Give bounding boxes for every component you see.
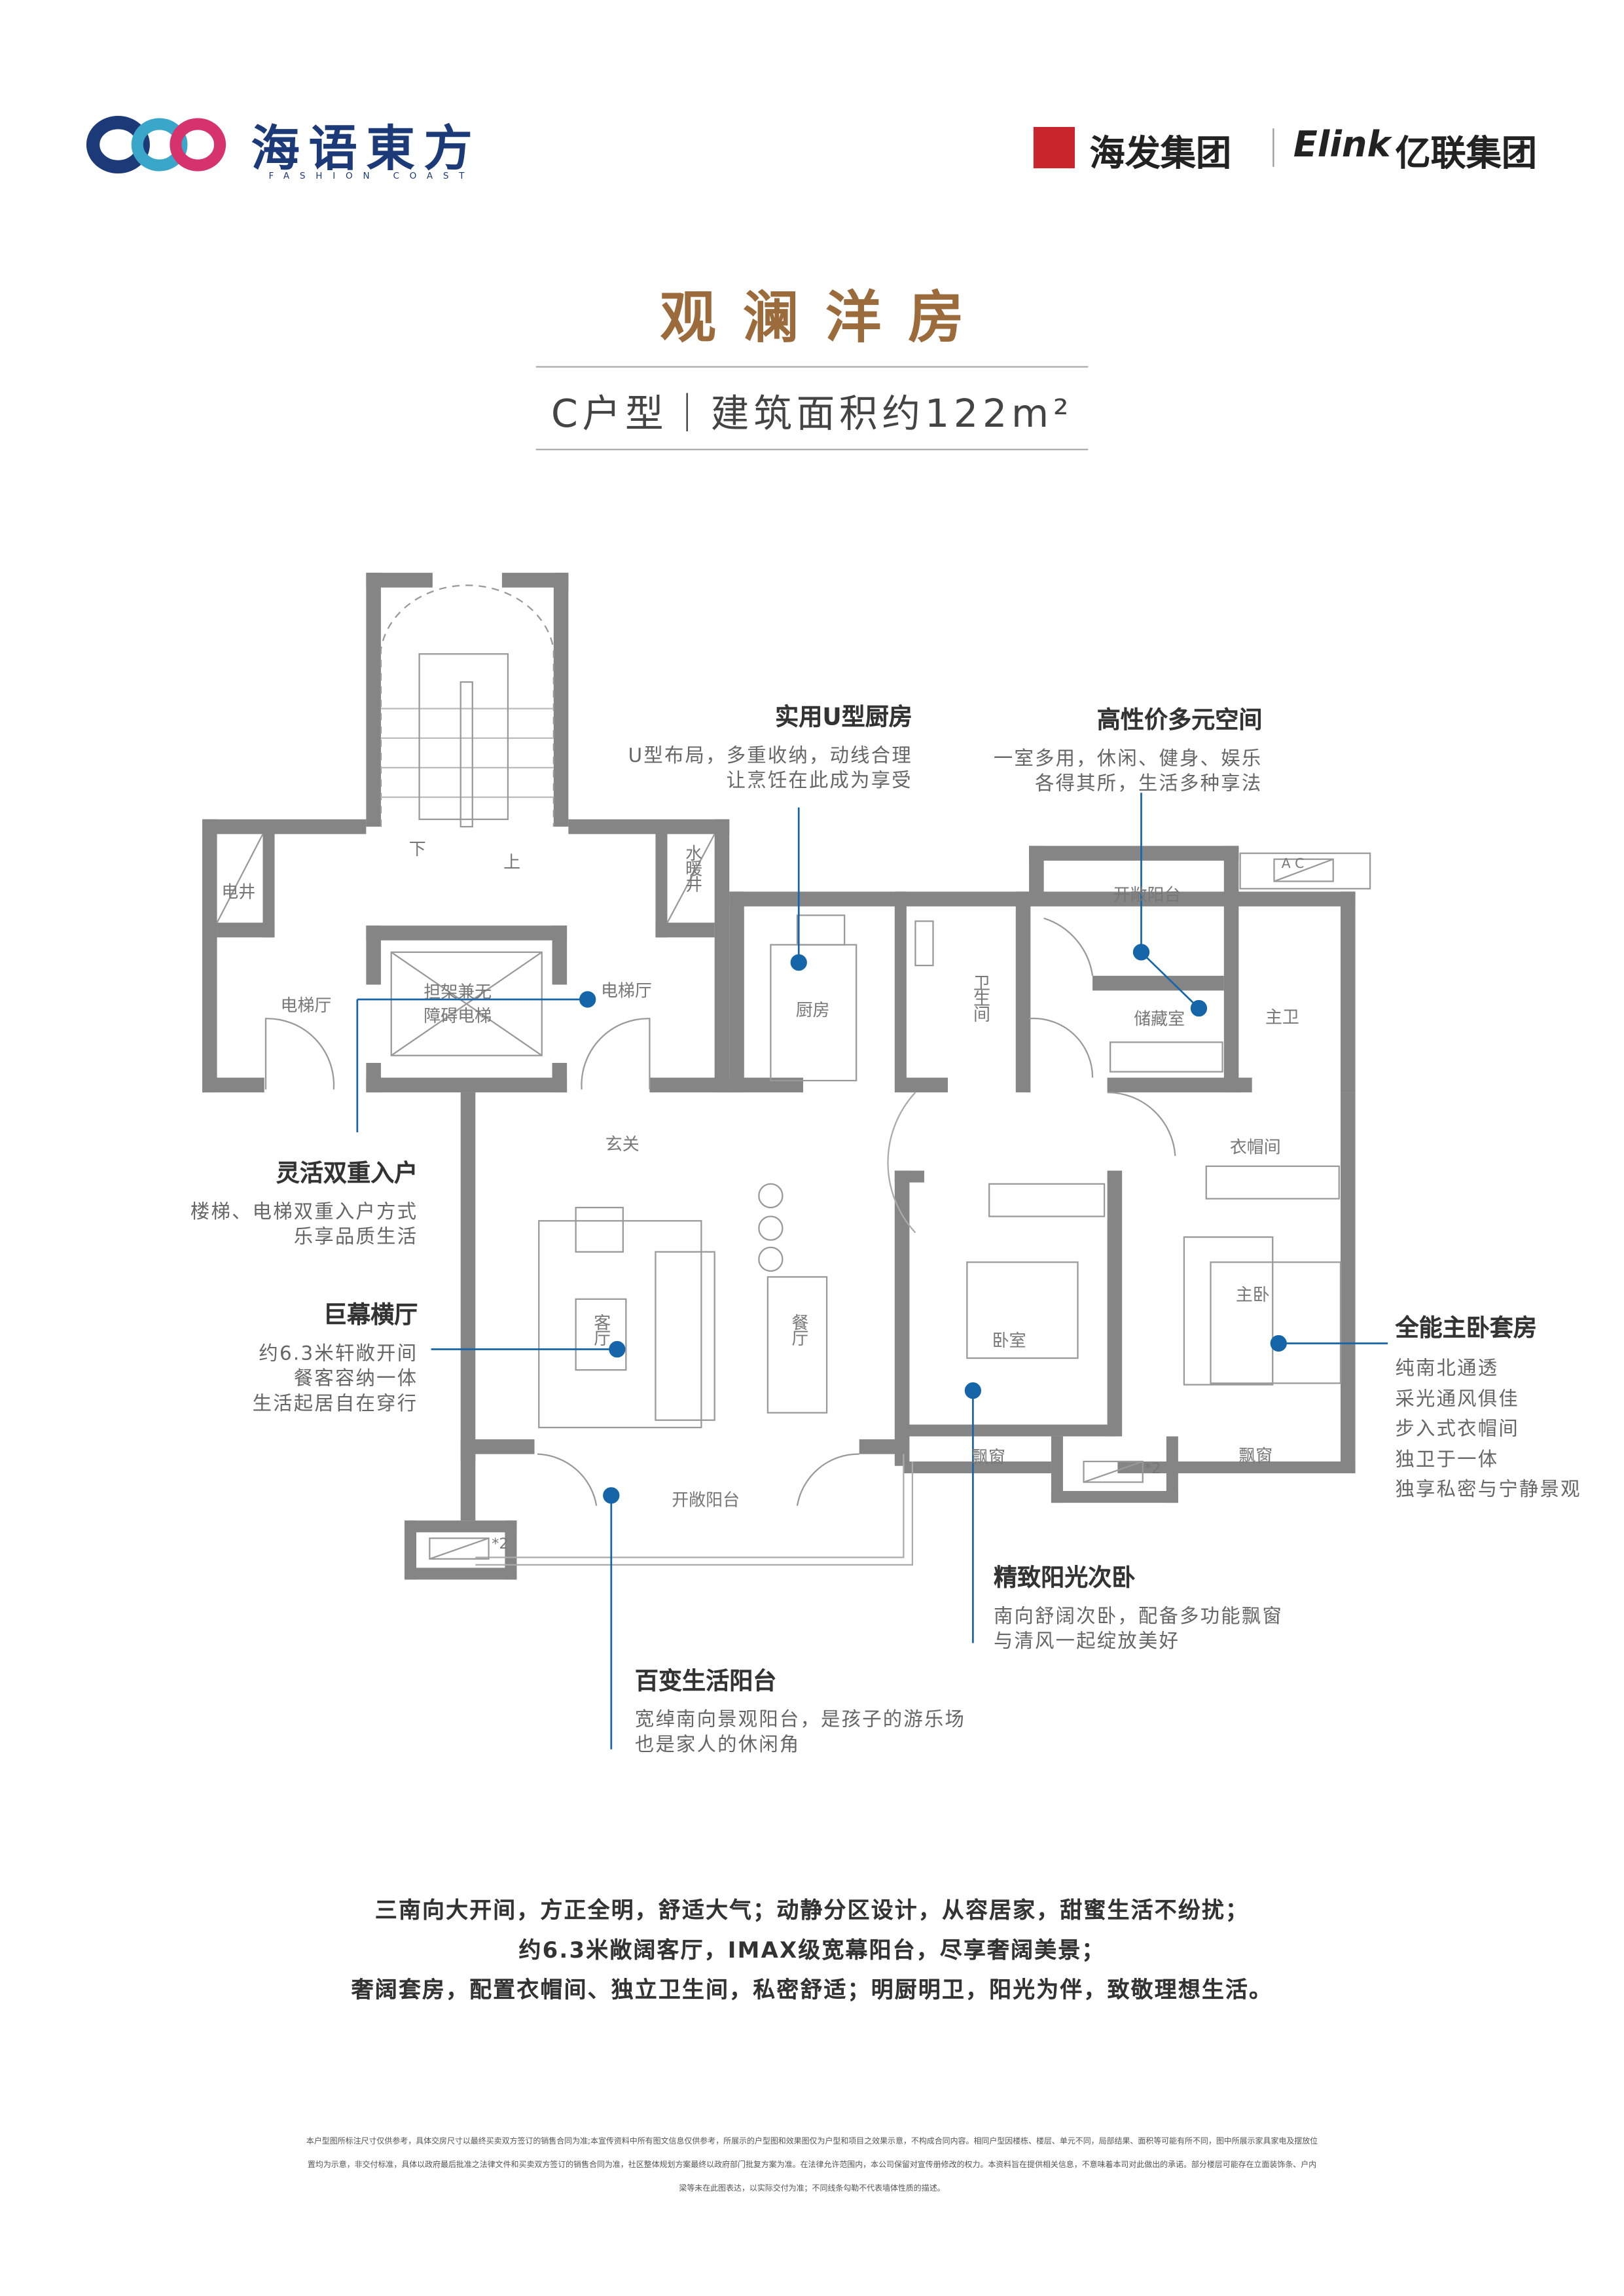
callout-living: 巨幕横厅 约6.3米轩敞开间餐客容纳一体生活起居自在穿行	[253, 1295, 418, 1417]
stair-down-label: 下	[408, 838, 426, 859]
room-master-bath: 主卫	[1265, 1007, 1299, 1028]
disclaimer-line-2: 置均为示意，非交付标准，具体以政府最后批准之法律文件和买卖双方签订的销售合同为准…	[307, 2161, 1317, 2170]
room-master: 主卧	[1235, 1284, 1270, 1305]
walls	[202, 573, 1356, 1580]
callout-heading: 巨幕横厅	[323, 1300, 418, 1329]
room-bath: 卫生间	[971, 974, 992, 1021]
callout-dual-entry: 灵活双重入户 楼梯、电梯双重入户方式乐享品质生活	[190, 1153, 418, 1251]
callout-master-suite: 全能主卧套房 纯南北通透采光通风俱佳步入式衣帽间独卫于一体独享私密与宁静景观	[1395, 1308, 1581, 1506]
callout-multi-space: 高性价多元空间 一室多用，休闲、健身、娱乐各得其所，生活多种享法	[994, 700, 1263, 797]
developer-elink-cn: 亿联集团	[1395, 132, 1537, 175]
room-dining: 餐厅	[789, 1314, 811, 1345]
room-storage: 储藏室	[1134, 1008, 1185, 1030]
room-water-well: 水暖井	[683, 844, 704, 891]
room-balcony-south: 开敞阳台	[672, 1489, 740, 1511]
callout-desc: 南向舒阔次卧，配备多功能飘窗与清风一起绽放美好	[993, 1605, 1284, 1654]
summary-line-2: 约6.3米敞阔客厅，IMAX级宽幕阳台，尽享奢阔美景；	[518, 1937, 1106, 1964]
callout-desc: 纯南北通透采光通风俱佳步入式衣帽间独卫于一体独享私密与宁静景观	[1395, 1358, 1581, 1501]
callout-heading: 高性价多元空间	[1096, 706, 1263, 734]
room-foyer: 玄关	[605, 1134, 640, 1155]
callout-desc: 一室多用，休闲、健身、娱乐各得其所，生活多种享法	[993, 748, 1263, 796]
summary-line-1: 三南向大开间，方正全明，舒适大气；动静分区设计，从容居家，甜蜜生活不纷扰；	[374, 1897, 1250, 1924]
unit-subtitle: C户型｜建筑面积约122m²	[550, 392, 1074, 437]
elevator-label-1: 担架兼无	[424, 981, 492, 1003]
callout-kitchen: 实用U型厨房 U型布局，多重收纳，动线合理让烹饪在此成为享受	[628, 697, 912, 795]
room-kitchen: 厨房	[795, 999, 830, 1020]
room-lobby-right: 电梯厅	[600, 980, 652, 1001]
stair-up-label: 上	[503, 852, 521, 873]
callout-heading: 灵活双重入户	[276, 1158, 418, 1187]
divider	[535, 448, 1089, 450]
callout-heading: 实用U型厨房	[775, 702, 912, 731]
project-logo-text: 海语東方	[251, 119, 482, 177]
room-bay-window-1: 飘窗	[971, 1446, 1005, 1467]
callout-heading: 百变生活阳台	[634, 1666, 777, 1695]
callout-desc: 约6.3米轩敞开间餐客容纳一体生活起居自在穿行	[252, 1343, 418, 1416]
summary-line-3: 奢阔套房，配置衣帽间、独立卫生间，私密舒适；明厨明卫，阳光为伴，致敬理想生活。	[351, 1977, 1273, 2003]
callout-second-bedroom: 精致阳光次卧 南向舒阔次卧，配备多功能飘窗与清风一起绽放美好	[994, 1558, 1283, 1655]
ac-count-1: *2	[492, 1536, 509, 1553]
callout-leaders	[356, 793, 1388, 1749]
callout-desc: 宽绰南向景观阳台，是孩子的游乐场也是家人的休闲角	[634, 1709, 966, 1757]
ac-count-2: *2	[1144, 1461, 1161, 1478]
room-bedroom: 卧室	[992, 1330, 1026, 1351]
elevator-label-2: 障碍电梯	[424, 1005, 492, 1026]
callout-desc: U型布局，多重收纳，动线合理让烹饪在此成为享受	[628, 745, 912, 793]
project-logo-subtext: FASHION COAST	[268, 171, 475, 182]
divider	[535, 366, 1089, 368]
fixtures	[216, 584, 1371, 1566]
disclaimer-line-1: 本户型图所标注尺寸仅供参考，具体交房尺寸以最终买卖双方签订的销售合同为准;本宣传…	[306, 2137, 1318, 2147]
room-living: 客厅	[592, 1314, 613, 1345]
room-lobby-left: 电梯厅	[280, 995, 332, 1016]
disclaimer-line-3: 梁等未在此图表达，以实际交付为准；不同线条勾勒不代表墙体性质的描述。	[679, 2185, 945, 2194]
room-balcony-north: 开敞阳台	[1113, 884, 1182, 905]
room-bay-window-2: 飘窗	[1238, 1445, 1273, 1466]
callout-heading: 精致阳光次卧	[993, 1563, 1136, 1592]
callout-balcony: 百变生活阳台 宽绰南向景观阳台，是孩子的游乐场也是家人的休闲角	[635, 1660, 965, 1758]
page-title: 观澜洋房	[660, 283, 991, 350]
room-elec-well: 电井	[221, 881, 256, 903]
developer-elink-en: Elink	[1293, 124, 1391, 166]
room-closet: 衣帽间	[1229, 1136, 1281, 1158]
developer-haifa: 海发集团	[1089, 132, 1232, 175]
ac-label: A C	[1281, 857, 1305, 873]
callout-desc: 楼梯、电梯双重入户方式乐享品质生活	[190, 1201, 418, 1249]
callout-heading: 全能主卧套房	[1395, 1314, 1538, 1342]
